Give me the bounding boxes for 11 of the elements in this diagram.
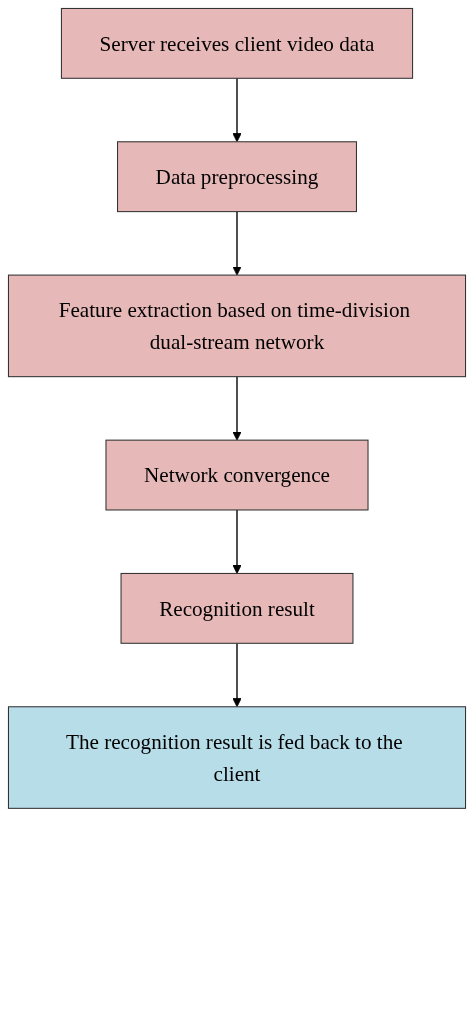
- arrow: [232, 77, 242, 143]
- arrow: [232, 642, 242, 708]
- arrow: [232, 509, 242, 574]
- node-box: Feature extraction based on time-division dual-stream network: [7, 274, 467, 378]
- node-box: Recognition result: [120, 572, 354, 644]
- node-box: Data preprocessing: [117, 141, 357, 213]
- node-box: The recognition result is fed back to the client: [7, 706, 467, 809]
- node-box: Network convergence: [105, 439, 369, 511]
- node-box: Server receives client video data: [60, 7, 414, 79]
- arrow: [232, 375, 242, 441]
- arrow: [232, 210, 242, 276]
